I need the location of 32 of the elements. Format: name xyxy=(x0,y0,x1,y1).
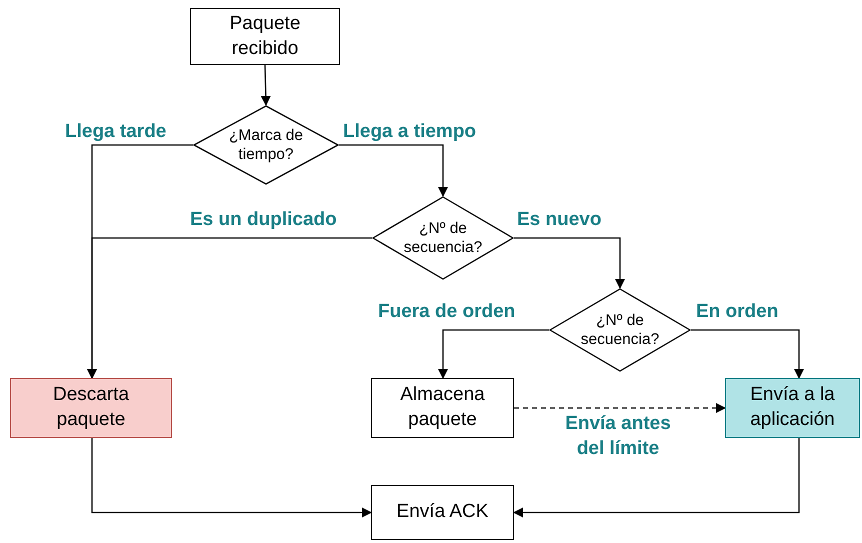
arrow xyxy=(514,237,625,289)
edge-label: En orden xyxy=(696,300,778,324)
decision-diamond xyxy=(372,196,514,280)
edge-label: Llega a tiempo xyxy=(343,120,476,144)
process-box xyxy=(190,8,340,65)
edge-label: Fuera de orden xyxy=(378,300,516,324)
arrow xyxy=(87,237,372,379)
edge-label: Envía antes del límite xyxy=(564,412,672,461)
edge-label: Es un duplicado xyxy=(190,208,337,232)
arrow xyxy=(91,438,372,518)
node-text: Almacena paquete xyxy=(399,383,486,432)
arrow xyxy=(339,144,448,197)
arrow xyxy=(691,329,804,379)
node-text: ¿Nº de secuencia? xyxy=(402,218,484,258)
node-text: Envía a la aplicación xyxy=(749,383,836,432)
node-text: ¿Marca de tiempo? xyxy=(228,126,304,164)
process-box xyxy=(371,485,514,540)
highlighted-process-box xyxy=(10,378,172,438)
arrow xyxy=(438,329,549,379)
node-text: Paquete recibido xyxy=(228,12,302,60)
decision-diamond xyxy=(549,288,691,372)
dashed-arrow xyxy=(514,403,726,413)
process-box xyxy=(371,378,514,438)
decision-diamond xyxy=(193,105,339,185)
highlighted-process-box xyxy=(725,378,860,438)
edge-label: Llega tarde xyxy=(65,120,166,144)
arrow xyxy=(260,64,271,106)
node-text: Descarta paquete xyxy=(52,383,130,432)
node-text: Envía ACK xyxy=(396,500,488,524)
arrow xyxy=(513,438,800,518)
node-text: ¿Nº de secuencia? xyxy=(580,310,660,350)
edge-label: Es nuevo xyxy=(517,208,602,232)
